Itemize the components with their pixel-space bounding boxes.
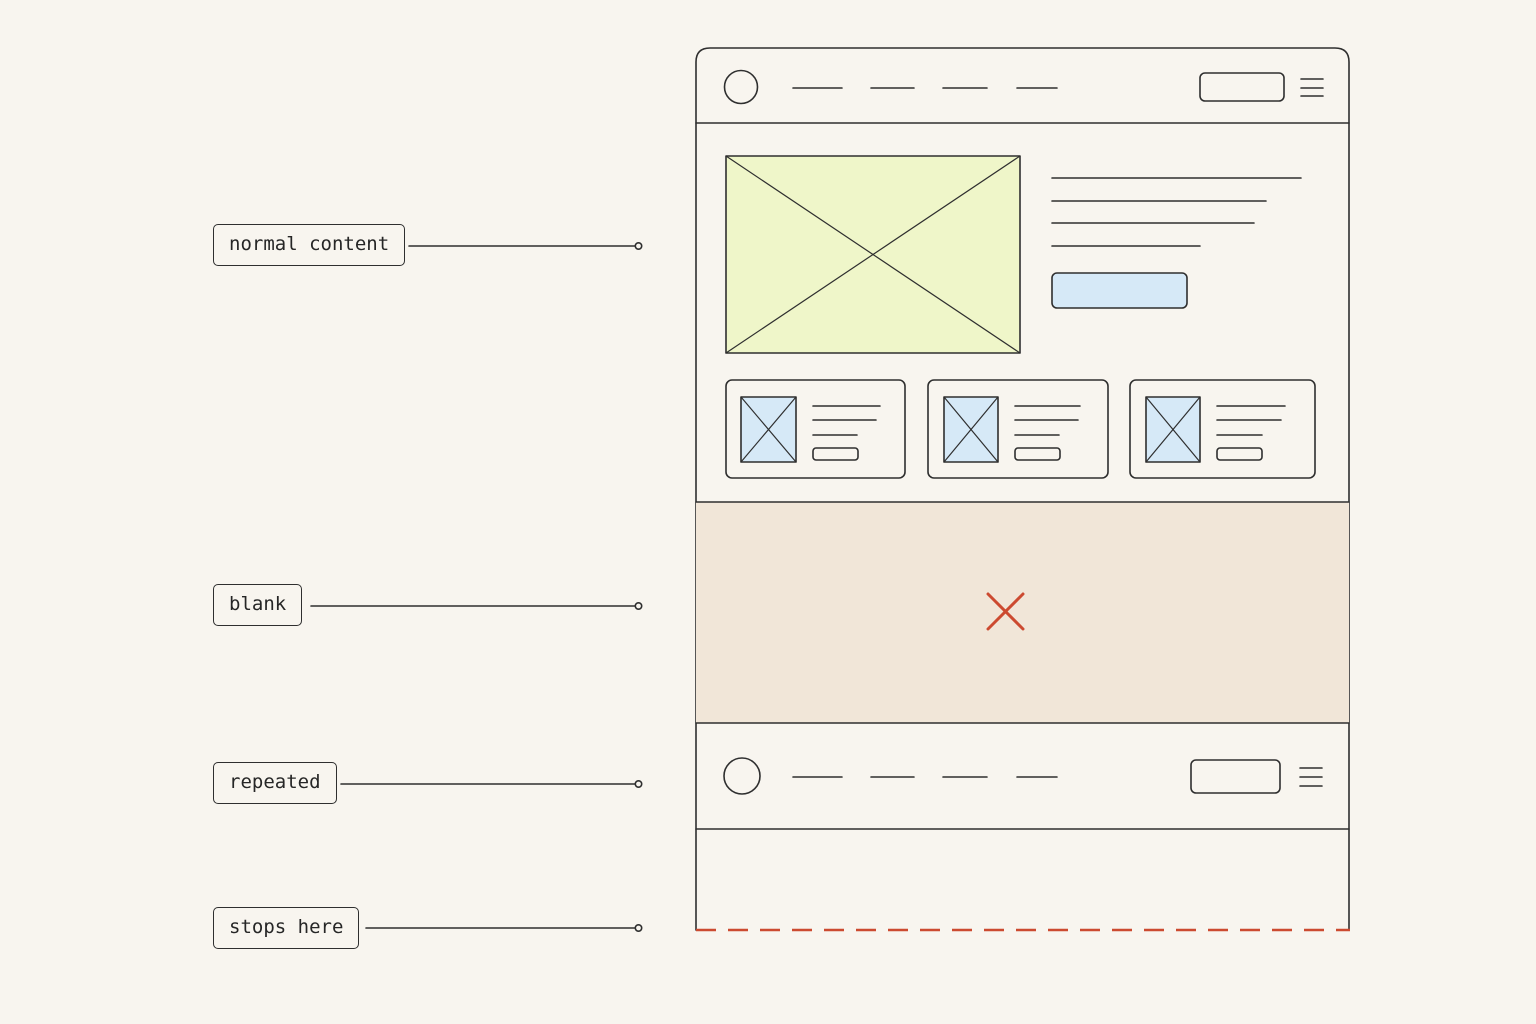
blank-region xyxy=(695,501,1350,724)
header-button xyxy=(1199,72,1285,102)
header-bar xyxy=(695,69,1350,124)
hero-image-placeholder-icon xyxy=(725,155,1021,354)
hamburger-menu-icon xyxy=(1300,78,1324,97)
x-mark-icon xyxy=(986,592,1025,631)
header-button xyxy=(1190,759,1281,794)
label-normal-content: normal content xyxy=(213,224,406,266)
hero-section xyxy=(725,155,1302,354)
circle-logo-icon xyxy=(723,757,761,795)
card-3 xyxy=(1129,379,1316,479)
page-frame xyxy=(695,47,1350,931)
card-2 xyxy=(927,379,1109,479)
label-stops-here: stops here xyxy=(213,907,360,949)
leader-lines xyxy=(310,242,643,932)
card-1 xyxy=(725,379,906,479)
circle-logo-icon xyxy=(723,69,759,105)
hero-button xyxy=(1051,272,1188,309)
repeated-header-bar xyxy=(695,757,1350,830)
label-repeated: repeated xyxy=(213,762,337,804)
label-blank: blank xyxy=(213,584,303,626)
hamburger-menu-icon xyxy=(1299,767,1323,787)
